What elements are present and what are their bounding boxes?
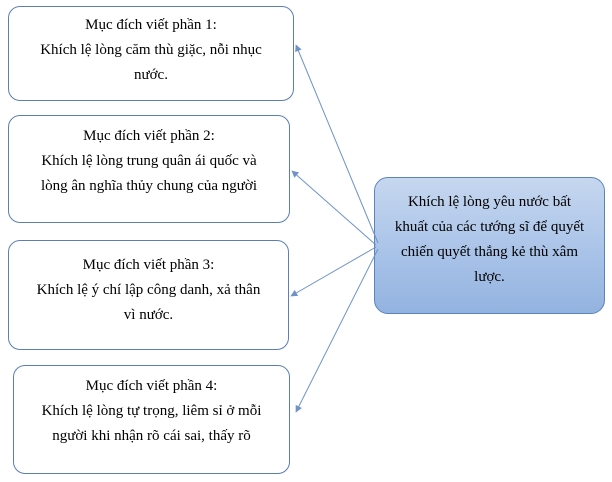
purpose-part-1-line-1: Mục đích viết phần 1: xyxy=(85,17,217,33)
arrow-to-part-2 xyxy=(291,170,377,246)
arrow-to-part-4 xyxy=(295,248,379,413)
purpose-part-2-line-2: Khích lệ lòng trung quân ái quốc và xyxy=(41,153,257,169)
purpose-part-4-line-1: Mục đích viết phần 4: xyxy=(85,378,218,394)
purpose-part-1-box: Mục đích viết phần 1: Khích lệ lòng căm … xyxy=(8,6,294,101)
source-box-main-purpose: Khích lệ lòng yêu nước bất khuất của các… xyxy=(374,177,605,314)
purpose-part-4-box: Mục đích viết phần 4: Khích lệ lòng tự t… xyxy=(13,365,290,474)
purpose-part-1-line-2: Khích lệ lòng căm thù giặc, nỗi nhục xyxy=(40,42,262,58)
purpose-part-2-line-3: lòng ân nghĩa thủy chung của người xyxy=(40,178,258,194)
purpose-part-4-line-2: Khích lệ lòng tự trọng, liêm sỉ ở mỗi xyxy=(41,403,262,419)
source-line-4: lược. xyxy=(474,269,505,285)
purpose-part-3-box: Mục đích viết phần 3: Khích lệ ý chí lập… xyxy=(8,240,289,350)
purpose-part-3-line-2: Khích lệ ý chí lập công danh, xả thân xyxy=(36,282,261,298)
purpose-part-1-line-3: nước. xyxy=(134,67,168,83)
source-line-3: chiến quyết thắng kẻ thù xâm xyxy=(400,244,579,260)
source-line-2: khuất của các tướng sĩ để quyết xyxy=(394,219,585,235)
arrow-to-part-1 xyxy=(295,44,379,244)
purpose-part-3-line-1: Mục đích viết phần 3: xyxy=(82,257,215,273)
purpose-part-2-line-1: Mục đích viết phần 2: xyxy=(83,128,215,144)
purpose-part-2-box: Mục đích viết phần 2: Khích lệ lòng trun… xyxy=(8,115,290,223)
purpose-part-4-line-3: người khi nhận rõ cái sai, thấy rõ xyxy=(52,428,251,444)
arrow-to-part-3 xyxy=(290,246,377,297)
purpose-part-3-line-3: vì nước. xyxy=(123,307,174,323)
source-line-1: Khích lệ lòng yêu nước bất xyxy=(407,194,572,210)
